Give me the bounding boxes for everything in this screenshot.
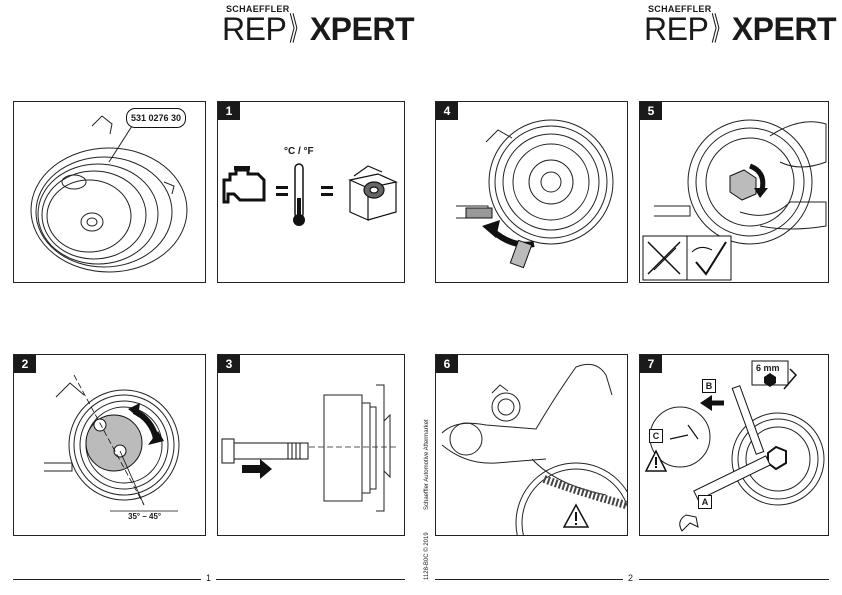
panel-step-5: 5 (639, 101, 829, 283)
tensioner-pulley-illustration (30, 115, 188, 273)
equals-icon-2 (321, 186, 333, 196)
torque-setting-illustration (644, 360, 825, 532)
logo-brand: SCHAEFFLER (226, 4, 290, 14)
panel-step-4: 4 (435, 101, 628, 283)
document-code-sidebar-text: 1128-B0C © 2019 (424, 532, 430, 580)
label-b: B (702, 379, 716, 393)
page-number-2: 2 (628, 573, 634, 583)
logo-chevron: 》 (289, 11, 307, 47)
footer-rule-left-b (216, 579, 405, 580)
part-number-label: 531 0276 30 (126, 108, 186, 128)
engine-icon (222, 166, 266, 204)
hex-nut-icon (729, 169, 757, 201)
tensioner-install-illustration (456, 119, 614, 269)
step-number: 7 (640, 355, 662, 373)
rotation-arrow-icon (492, 229, 535, 248)
temperature-unit-label: °C / °F (284, 146, 314, 157)
tensioner-rotation-illustration (44, 374, 180, 512)
label-c: C (649, 429, 663, 443)
direction-arrow-icon (700, 395, 712, 411)
page-number-1: 1 (206, 573, 212, 583)
footer-rule-left-a (13, 579, 201, 580)
panel-tensioner-part: 531 0276 30 (13, 101, 206, 283)
bolt-icon (221, 438, 309, 464)
equals-icon-1 (276, 186, 288, 196)
footer-rule-right-b (639, 579, 829, 580)
step-number: 2 (14, 355, 36, 373)
belt-routing-illustration (441, 363, 627, 535)
no-wrench-icon (647, 241, 681, 275)
label-a: A (698, 495, 712, 509)
schaeffler-repxpert-logo-left: SCHAEFFLER REP》XPERT (222, 4, 415, 47)
logo-xpert: XPERT (309, 11, 415, 47)
thermometer-icon (293, 163, 305, 226)
push-arrow-icon (242, 459, 272, 479)
rotation-arrow-icon (748, 163, 766, 191)
hex-nut-icon (767, 445, 787, 471)
hand-check-icon (691, 241, 727, 276)
logo-xpert: XPERT (731, 11, 837, 47)
panel-step-1: 1 °C / °F (217, 101, 405, 283)
logo-chevron: 》 (711, 11, 729, 47)
logo-rep: REP (222, 11, 287, 47)
step-number: 4 (436, 102, 458, 120)
open-wrench-icon (679, 455, 771, 532)
hand-tighten-illustration (642, 119, 827, 281)
bolt-insertion-illustration (221, 384, 398, 512)
hex-key-size-icon (751, 360, 798, 390)
panel-step-7: 7 6 mm A B C (639, 354, 829, 536)
step-number: 6 (436, 355, 458, 373)
step-number: 1 (218, 102, 240, 120)
panel-step-6: 6 (435, 354, 628, 536)
panel-step-2: 2 35° – 45° (13, 354, 206, 536)
warning-icon (562, 503, 590, 528)
schaeffler-repxpert-logo-right: SCHAEFFLER REP》XPERT (644, 4, 837, 47)
engine-cold-illustration (222, 163, 398, 226)
hex-key-icon (731, 385, 765, 455)
logo-rep: REP (644, 11, 709, 47)
logo-brand: SCHAEFFLER (648, 4, 712, 14)
footer-rule-right-a (435, 579, 623, 580)
boxed-part-icon (348, 165, 398, 221)
angle-range-label: 35° – 45° (128, 512, 162, 521)
panel-step-3: 3 (217, 354, 405, 536)
step-number: 3 (218, 355, 240, 373)
tool-size-label: 6 mm (756, 363, 780, 373)
step-number: 5 (640, 102, 662, 120)
warning-icon (644, 449, 668, 472)
publisher-sidebar-text: Schaeffler Automotive Aftermarket (424, 419, 430, 510)
